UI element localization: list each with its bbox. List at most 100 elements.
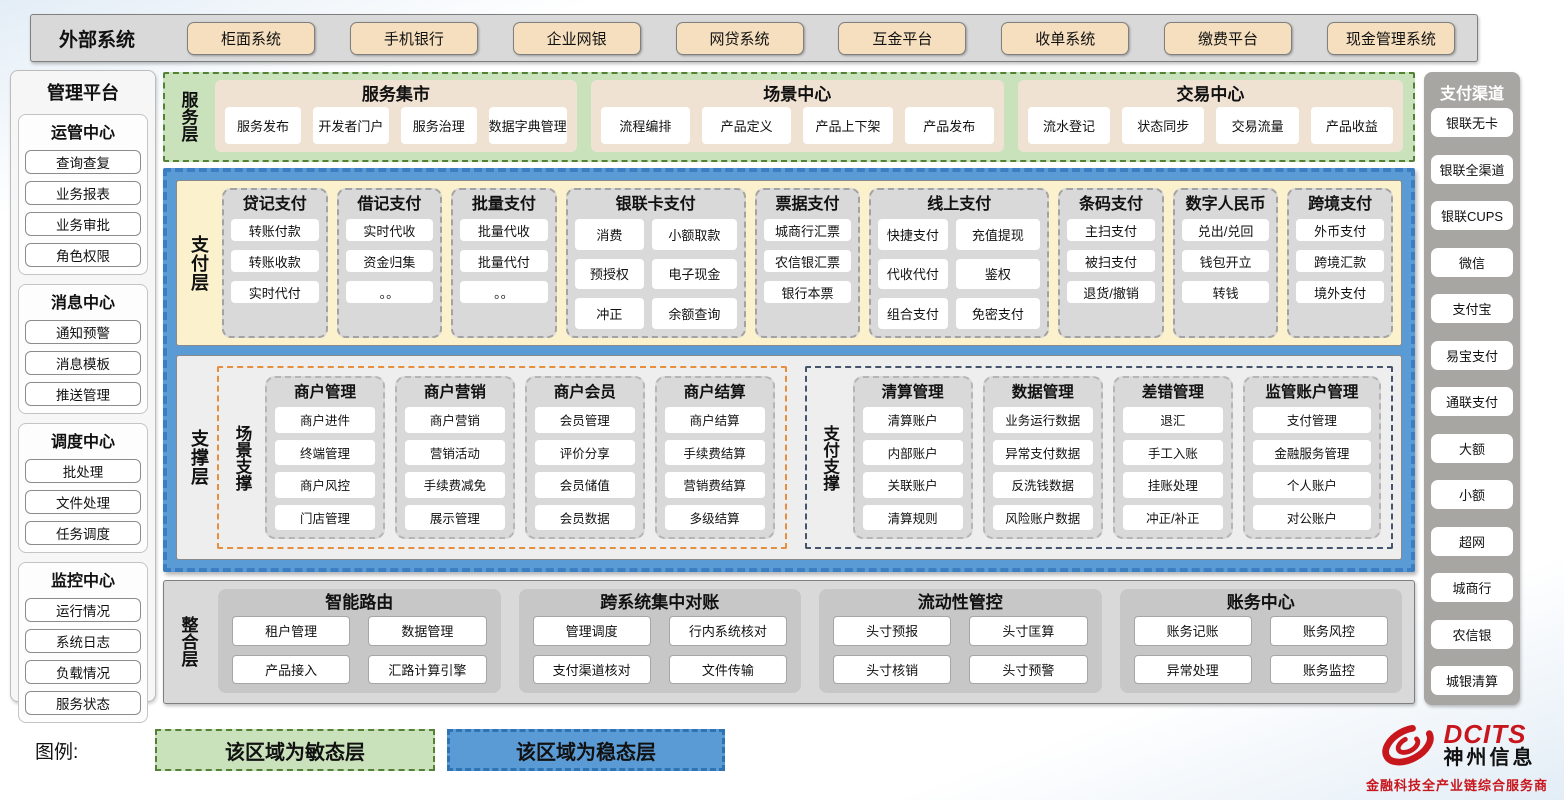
external-systems-label: 外部系统: [59, 29, 136, 51]
payment-column-credit: 贷记支付 转账付款转账收款实时代付: [222, 188, 328, 338]
column-title: 数字人民币: [1185, 196, 1266, 213]
channel-box: 银联CUPS: [1431, 201, 1513, 230]
panel-items: 流程编排产品定义产品上下架产品发布: [600, 107, 994, 144]
module-box: 风险账户数据: [992, 504, 1093, 530]
module-box: 汇路计算引擎: [368, 654, 487, 684]
group-title: 运管中心: [50, 125, 115, 142]
module-box: 冲正/补正: [1122, 504, 1223, 530]
module-box: 服务发布: [225, 107, 301, 144]
legend-stable-layer: 该区域为稳态层: [447, 729, 725, 771]
module-box: 电子现金: [651, 258, 737, 290]
module-box: 余额查询: [651, 298, 737, 329]
module-box: 会员储值: [534, 472, 635, 498]
channel-box: 农信银: [1431, 619, 1513, 649]
module-box: 转账收款: [231, 250, 319, 272]
module-box: 产品上下架: [803, 107, 893, 144]
module-box: 头寸预报: [833, 616, 952, 646]
channel-box: 通联支付: [1431, 387, 1513, 416]
module-box: 账务风控: [1269, 616, 1388, 646]
channel-box: 易宝支付: [1431, 340, 1513, 370]
panel-items: 流水登记状态同步交易流量产品收益: [1027, 107, 1394, 144]
module-box: 展示管理: [404, 504, 505, 530]
column-title: 银联卡支付: [615, 196, 696, 213]
module-box: 批量代付: [460, 250, 548, 272]
module-box: 商户营销: [404, 407, 505, 433]
payment-channels-title: 支付渠道: [1439, 86, 1504, 103]
column-items: 主扫支付被扫支付退货/撤销: [1067, 219, 1155, 329]
module-box: 异常支付数据: [992, 439, 1093, 465]
panel-smart-routing: 智能路由 租户管理数据管理产品接入汇路计算引擎: [218, 589, 501, 693]
module-box: 退汇: [1122, 407, 1223, 433]
channel-box: 大额: [1431, 433, 1513, 463]
module-box: 被扫支付: [1067, 250, 1155, 272]
module-box: 通知预警: [25, 320, 141, 344]
panel-items: 头寸预报头寸匡算头寸核销头寸预警: [833, 616, 1088, 684]
column-items: 消费小额取款预授权电子现金冲正余额查询: [574, 219, 737, 329]
module-box: 会员数据: [534, 504, 635, 530]
support-column-merchant-member: 商户会员 会员管理评价分享会员储值会员数据: [524, 376, 645, 539]
channel-box: 微信: [1431, 247, 1513, 277]
management-platform-title: 管理平台: [47, 83, 119, 103]
payment-column-digital-rmb: 数字人民币 兑出/兑回钱包开立转钱: [1172, 188, 1279, 338]
column-title: 商户会员: [553, 384, 616, 401]
module-box: 转账付款: [231, 219, 319, 241]
panel-title: 交易中心: [1176, 85, 1245, 104]
sidebar-group-messages: 消息中心 通知预警消息模板推送管理: [18, 284, 148, 414]
payment-column-bill: 票据支付 城商行汇票农信银汇票银行本票: [754, 188, 861, 338]
payment-layer: 支付层 贷记支付 转账付款转账收款实时代付 借记支付 实时代收资金归集。。 批量…: [176, 180, 1402, 346]
module-box: 租户管理: [232, 616, 351, 646]
module-box: 资金归集: [345, 250, 434, 272]
integration-layer-label: 整合层: [178, 615, 198, 667]
panel-scene-center: 场景中心 流程编排产品定义产品上下架产品发布: [590, 80, 1004, 152]
payment-column-debit: 借记支付 实时代收资金归集。。: [336, 188, 443, 338]
panel-trade-center: 交易中心 流水登记状态同步交易流量产品收益: [1017, 80, 1403, 152]
sidebar-group-operations: 运管中心 查询查复业务报表业务审批角色权限: [18, 114, 148, 275]
payment-column-unionpay-card: 银联卡支付 消费小额取款预授权电子现金冲正余额查询: [565, 188, 746, 338]
module-box: 批处理: [25, 459, 141, 483]
module-box: 任务调度: [25, 521, 141, 545]
legend: 图例: 该区域为敏态层 该区域为稳态层: [35, 729, 725, 771]
group-title: 调度中心: [50, 434, 115, 451]
module-box: 异常处理: [1133, 654, 1252, 684]
column-items: 快捷支付充值提现代收代付鉴权组合支付免密支付: [878, 219, 1041, 329]
module-box: 批量代收: [460, 219, 548, 241]
module-box: 个人账户: [1252, 472, 1371, 498]
column-items: 商户进件终端管理商户风控门店管理: [275, 407, 375, 530]
external-systems-list: 柜面系统手机银行企业网银网贷系统互金平台收单系统缴费平台现金管理系统: [187, 21, 1455, 55]
panel-title: 流动性管控: [917, 593, 1003, 612]
module-box: 推送管理: [25, 382, 141, 406]
module-box: 组合支付: [878, 298, 948, 329]
column-items: 会员管理评价分享会员储值会员数据: [534, 407, 635, 530]
panel-items: 账务记账账务风控异常处理账务监控: [1133, 616, 1388, 684]
panel-title: 账务中心: [1226, 593, 1295, 612]
stable-layer-container: 支付层 贷记支付 转账付款转账收款实时代付 借记支付 实时代收资金归集。。 批量…: [163, 168, 1415, 572]
external-system-box: 柜面系统: [187, 21, 315, 55]
management-platform-panel: 管理平台 运管中心 查询查复业务报表业务审批角色权限 消息中心 通知预警消息模板…: [10, 70, 156, 723]
module-box: 运行情况: [25, 598, 141, 622]
module-box: 服务状态: [25, 691, 141, 715]
column-title: 监管账户管理: [1265, 384, 1359, 401]
module-box: 文件处理: [25, 490, 141, 514]
module-box: 账务监控: [1269, 654, 1388, 684]
external-systems-bar: 外部系统 柜面系统手机银行企业网银网贷系统互金平台收单系统缴费平台现金管理系统: [30, 14, 1478, 62]
channel-box: 支付宝: [1431, 294, 1513, 323]
panel-service-market: 服务集市 服务发布开发者门户服务治理数据字典管理: [215, 80, 577, 152]
module-box: 外币支付: [1296, 219, 1384, 241]
group-title: 监控中心: [50, 573, 115, 590]
channel-box: 超网: [1431, 526, 1513, 556]
panel-items: 租户管理数据管理产品接入汇路计算引擎: [232, 616, 487, 684]
payment-layer-label: 支付层: [189, 234, 209, 292]
module-box: 多级结算: [664, 504, 765, 530]
module-box: 头寸预警: [969, 654, 1088, 684]
module-box: 终端管理: [275, 439, 375, 465]
module-box: 头寸核销: [833, 654, 952, 684]
panel-cross-system-reconciliation: 跨系统集中对账 管理调度行内系统核对支付渠道核对文件传输: [518, 589, 801, 693]
module-box: 产品定义: [702, 107, 792, 144]
module-box: 会员管理: [534, 407, 635, 433]
group-items: 批处理文件处理任务调度: [25, 459, 141, 545]
group-items: 运行情况系统日志负载情况服务状态: [25, 598, 141, 715]
module-box: 快捷支付: [878, 219, 948, 250]
module-box: 跨境汇款: [1296, 250, 1384, 272]
panel-title: 服务集市: [361, 85, 430, 104]
module-box: 实时代付: [231, 281, 319, 303]
